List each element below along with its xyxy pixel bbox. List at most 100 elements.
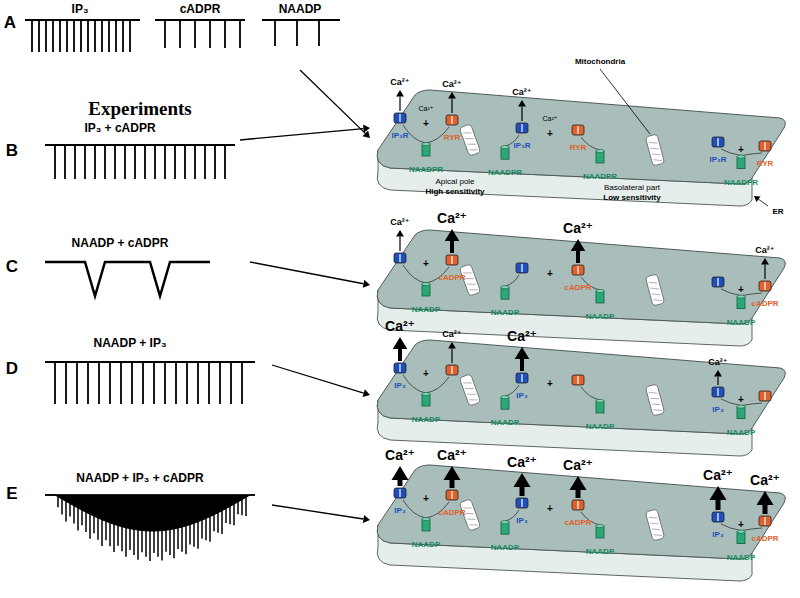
receptor-label: NAADP bbox=[586, 423, 614, 431]
receptor-label: IP₃R bbox=[513, 142, 530, 150]
channel-pore bbox=[764, 392, 765, 400]
mitochondrion-body bbox=[645, 509, 664, 541]
receptor-label: RYR bbox=[570, 144, 587, 152]
pointer-arrow-head bbox=[363, 125, 370, 133]
channel-pore bbox=[577, 376, 578, 384]
channel-pore bbox=[764, 517, 765, 525]
mitochondrion-body bbox=[645, 274, 664, 306]
calcium-release-arrow bbox=[451, 348, 452, 363]
crista bbox=[649, 390, 658, 395]
receptor-label: NAADP bbox=[586, 313, 614, 321]
activation-link bbox=[403, 375, 426, 393]
er-surface bbox=[377, 465, 785, 559]
leader-line bbox=[600, 69, 650, 134]
calcium-release-arrow-head bbox=[710, 486, 727, 500]
channel-pore bbox=[521, 264, 522, 272]
naadp-receptor-top bbox=[501, 146, 509, 149]
receptor-label: NAADP bbox=[727, 429, 755, 437]
crista bbox=[469, 287, 478, 293]
receptor-label: NAADP bbox=[412, 416, 440, 424]
ion-label: Ca²⁺ bbox=[708, 358, 727, 367]
experiment-label: NAADP + IP₃ + cADPR bbox=[76, 472, 203, 484]
ion-label: Ca²⁺ bbox=[507, 455, 537, 469]
channel-pore bbox=[764, 142, 765, 150]
trace-label: NAADP bbox=[279, 3, 322, 15]
calcium-trace bbox=[45, 145, 235, 179]
receptor-label: NAADP bbox=[727, 554, 755, 562]
calcium-trace bbox=[45, 495, 255, 561]
ion-label: Ca²⁺ bbox=[390, 218, 409, 227]
channel-pore bbox=[764, 282, 765, 290]
receptor-label: NAADPR bbox=[488, 169, 522, 177]
channel-pore bbox=[399, 489, 400, 497]
calcium-release-arrow-head bbox=[396, 90, 404, 96]
crista bbox=[653, 408, 662, 413]
activation-sign: + bbox=[423, 119, 429, 129]
mitochondrion-body bbox=[645, 384, 664, 416]
crista bbox=[465, 136, 474, 142]
crista bbox=[469, 522, 478, 528]
naadp-receptor-top bbox=[422, 392, 430, 395]
calcium-release-arrow-head bbox=[761, 258, 769, 264]
channel-pore bbox=[521, 499, 522, 507]
mitochondrion bbox=[645, 134, 664, 166]
activation-sign: + bbox=[738, 520, 744, 530]
traces bbox=[25, 20, 340, 561]
ip3-receptor bbox=[394, 488, 406, 498]
crista bbox=[653, 533, 662, 538]
ip3-receptor bbox=[394, 113, 406, 123]
ion-label: Ca²⁺ bbox=[703, 468, 733, 482]
channel-pore bbox=[451, 256, 452, 264]
channel-pore bbox=[521, 124, 522, 132]
receptor-label: cADPR bbox=[438, 509, 465, 517]
crista bbox=[652, 527, 661, 532]
receptor-label: NAADP bbox=[491, 419, 519, 427]
calcium-trace bbox=[45, 262, 210, 296]
receptor-label: RYR bbox=[757, 160, 774, 168]
receptor-label: IP₃R bbox=[391, 132, 408, 140]
crista bbox=[650, 146, 659, 151]
activation-sign: + bbox=[423, 259, 429, 269]
crista bbox=[463, 130, 472, 136]
calcium-release-arrows bbox=[393, 337, 722, 385]
channel-pore bbox=[577, 126, 578, 134]
receptor-label: NAADP bbox=[491, 544, 519, 552]
ion-label: Ca²⁺ bbox=[385, 448, 415, 462]
naadp-receptor-top bbox=[501, 521, 509, 524]
region-label: Basolateral part bbox=[604, 184, 660, 192]
receptor-label: IP₃R bbox=[709, 156, 726, 164]
experiment-label: IP₃ + cADPR bbox=[84, 122, 155, 134]
calcium-release-arrow bbox=[450, 241, 454, 253]
mitochondrion-body bbox=[645, 134, 664, 166]
crista bbox=[650, 286, 659, 291]
calcium-release-arrow-head bbox=[570, 476, 587, 490]
calcium-release-arrow-head bbox=[571, 239, 586, 251]
crista bbox=[650, 396, 659, 401]
ip3-receptor bbox=[712, 512, 724, 522]
activation-sign: + bbox=[547, 504, 553, 514]
naadp-receptor-top bbox=[501, 286, 509, 289]
leader-lines bbox=[600, 69, 768, 206]
receptor-label: cADPR bbox=[564, 284, 591, 292]
activation-link bbox=[505, 275, 519, 286]
crista bbox=[467, 516, 476, 522]
channel-pore bbox=[451, 491, 452, 499]
activation-sign: + bbox=[738, 145, 744, 155]
naadp-receptor-top bbox=[596, 524, 604, 527]
crista bbox=[467, 141, 476, 147]
channel-pore bbox=[399, 364, 400, 372]
pointer-arrow-head bbox=[363, 389, 370, 397]
calcium-release-arrow-head bbox=[396, 230, 404, 236]
pointer-arrow bbox=[240, 129, 363, 140]
calcium-release-arrow-head bbox=[448, 342, 456, 348]
channel-pore bbox=[717, 278, 718, 286]
activation-sign: + bbox=[423, 494, 429, 504]
ion-label: Ca²⁺ bbox=[563, 221, 593, 235]
calcium-release-arrow bbox=[520, 359, 524, 371]
channel-pore bbox=[717, 138, 718, 146]
receptor-label: IP₃ bbox=[516, 392, 527, 400]
pointer-arrow bbox=[300, 70, 365, 133]
activation-link bbox=[721, 289, 741, 296]
pointer-arrow-head bbox=[362, 130, 370, 138]
pointer-arrow-head bbox=[363, 280, 370, 288]
